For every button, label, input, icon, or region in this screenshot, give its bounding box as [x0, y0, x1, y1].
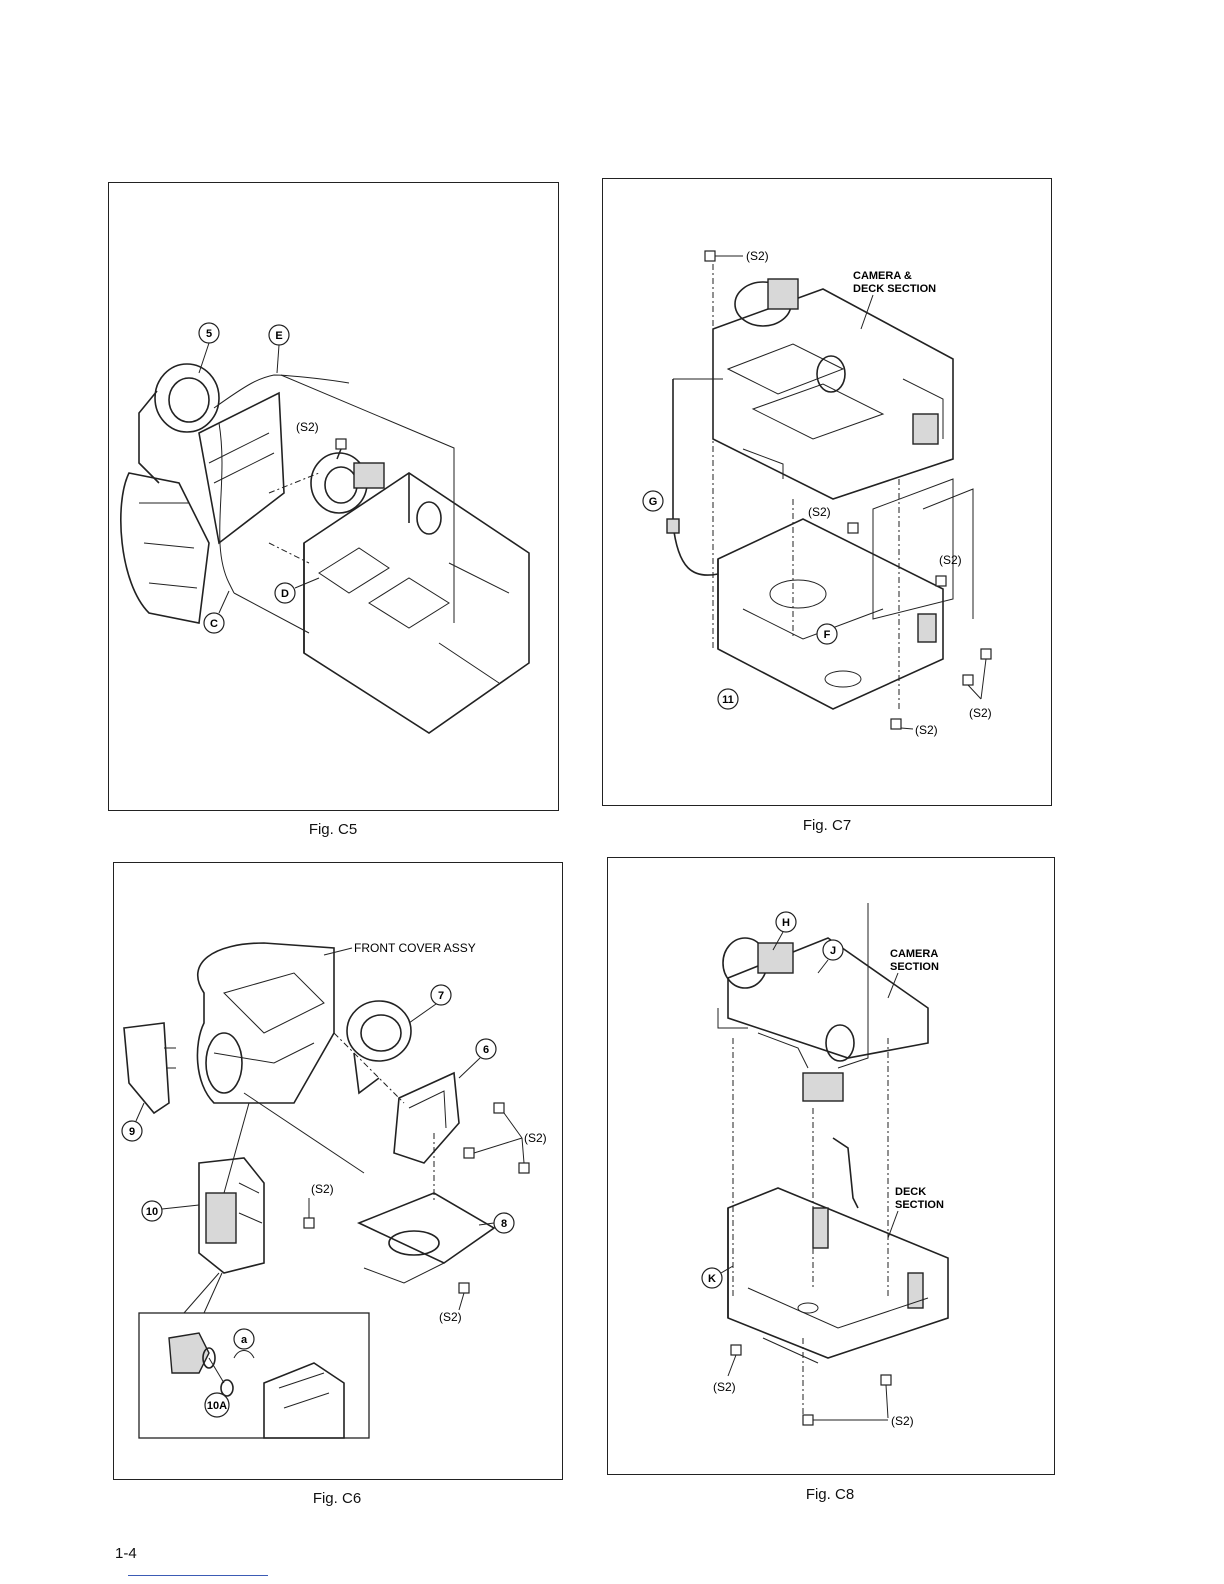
camera-deck-section [713, 279, 953, 499]
camera-block-part [199, 1158, 264, 1273]
screw-label-right: (S2) [524, 1131, 547, 1145]
lens-cover-part [394, 1073, 459, 1163]
callout-G: G [649, 496, 658, 508]
deck-section-label-2: SECTION [895, 1199, 944, 1211]
front-cover-assy-label: FRONT COVER ASSY [354, 941, 476, 955]
caption-fig-c6: Fig. C6 [237, 1490, 437, 1507]
figure-c8-diagram: CAMERA SECTION DECK [608, 858, 1054, 1474]
lens-ring-part [347, 1001, 411, 1093]
lens-ring-part [139, 364, 219, 483]
screw-label-bottom: (S2) [915, 723, 938, 737]
section-label-camera-deck: CAMERA & [853, 270, 912, 282]
screw-label-side: (S2) [969, 706, 992, 720]
screw-label-top: (S2) [746, 249, 769, 263]
callout-K: K [708, 1273, 716, 1285]
caption-fig-c5: Fig. C5 [233, 821, 433, 838]
harness-wire [214, 375, 349, 593]
callout-F: F [824, 629, 831, 641]
caption-fig-c8: Fig. C8 [730, 1486, 930, 1503]
footer-rule [128, 1575, 268, 1576]
figure-c7-diagram: (S2) CAMERA & DECK SECTION [603, 179, 1051, 805]
figure-c5-diagram: (S2) 5 E D C [109, 183, 558, 810]
screw-icon [891, 719, 913, 729]
screw-label-right: (S2) [939, 553, 962, 567]
screw-label-left: (S2) [713, 1380, 736, 1394]
callout-7: 7 [438, 990, 444, 1002]
bottom-plate-part [359, 1193, 494, 1283]
callout-C: C [210, 618, 218, 630]
figure-c6-diagram: FRONT COVER ASSY [114, 863, 562, 1479]
screw-icon [963, 649, 991, 685]
callout-J: J [830, 945, 836, 957]
screw-icon [336, 439, 346, 459]
deck-section-label-1: DECK [895, 1186, 926, 1198]
figure-c7-panel: (S2) CAMERA & DECK SECTION [602, 178, 1052, 806]
ribbon-cable [833, 1138, 858, 1208]
screw-label-right: (S2) [891, 1414, 914, 1428]
screw-label: (S2) [296, 420, 319, 434]
callout-8: 8 [501, 1218, 507, 1230]
figure-c5-panel: (S2) 5 E D C [108, 182, 559, 811]
figure-c6-panel: FRONT COVER ASSY [113, 862, 563, 1480]
callout-H: H [782, 917, 790, 929]
front-cover-assy [197, 943, 334, 1103]
camera-section-label-2: SECTION [890, 961, 939, 973]
callout-10A: 10A [207, 1400, 227, 1412]
screw-icon [304, 1103, 529, 1293]
screw-icon [936, 576, 946, 586]
section-label-deck: DECK SECTION [853, 283, 936, 295]
screw-label-mid: (S2) [311, 1182, 334, 1196]
chassis-part [304, 453, 529, 733]
screw-icon [731, 1345, 891, 1425]
callout-6: 6 [483, 1044, 489, 1056]
deck-section [728, 1188, 948, 1363]
callout-E: E [275, 330, 282, 342]
caption-fig-c7: Fig. C7 [727, 817, 927, 834]
callout-5: 5 [206, 328, 212, 340]
side-cover-part [124, 1023, 169, 1113]
callout-11: 11 [722, 694, 734, 706]
screw-icon [848, 523, 858, 533]
callout-a: a [241, 1334, 248, 1346]
page-number: 1-4 [115, 1545, 137, 1562]
harness-G [673, 379, 718, 575]
camera-section-label-1: CAMERA [890, 948, 938, 960]
screw-label-mid: (S2) [808, 505, 831, 519]
callout-9: 9 [129, 1126, 135, 1138]
screw-label-bottom: (S2) [439, 1310, 462, 1324]
screw-icon [705, 251, 743, 261]
callout-10: 10 [146, 1206, 158, 1218]
figure-c8-panel: CAMERA SECTION DECK [607, 857, 1055, 1475]
camera-section [718, 903, 928, 1101]
deck-chassis [718, 519, 943, 709]
callout-D: D [281, 588, 289, 600]
